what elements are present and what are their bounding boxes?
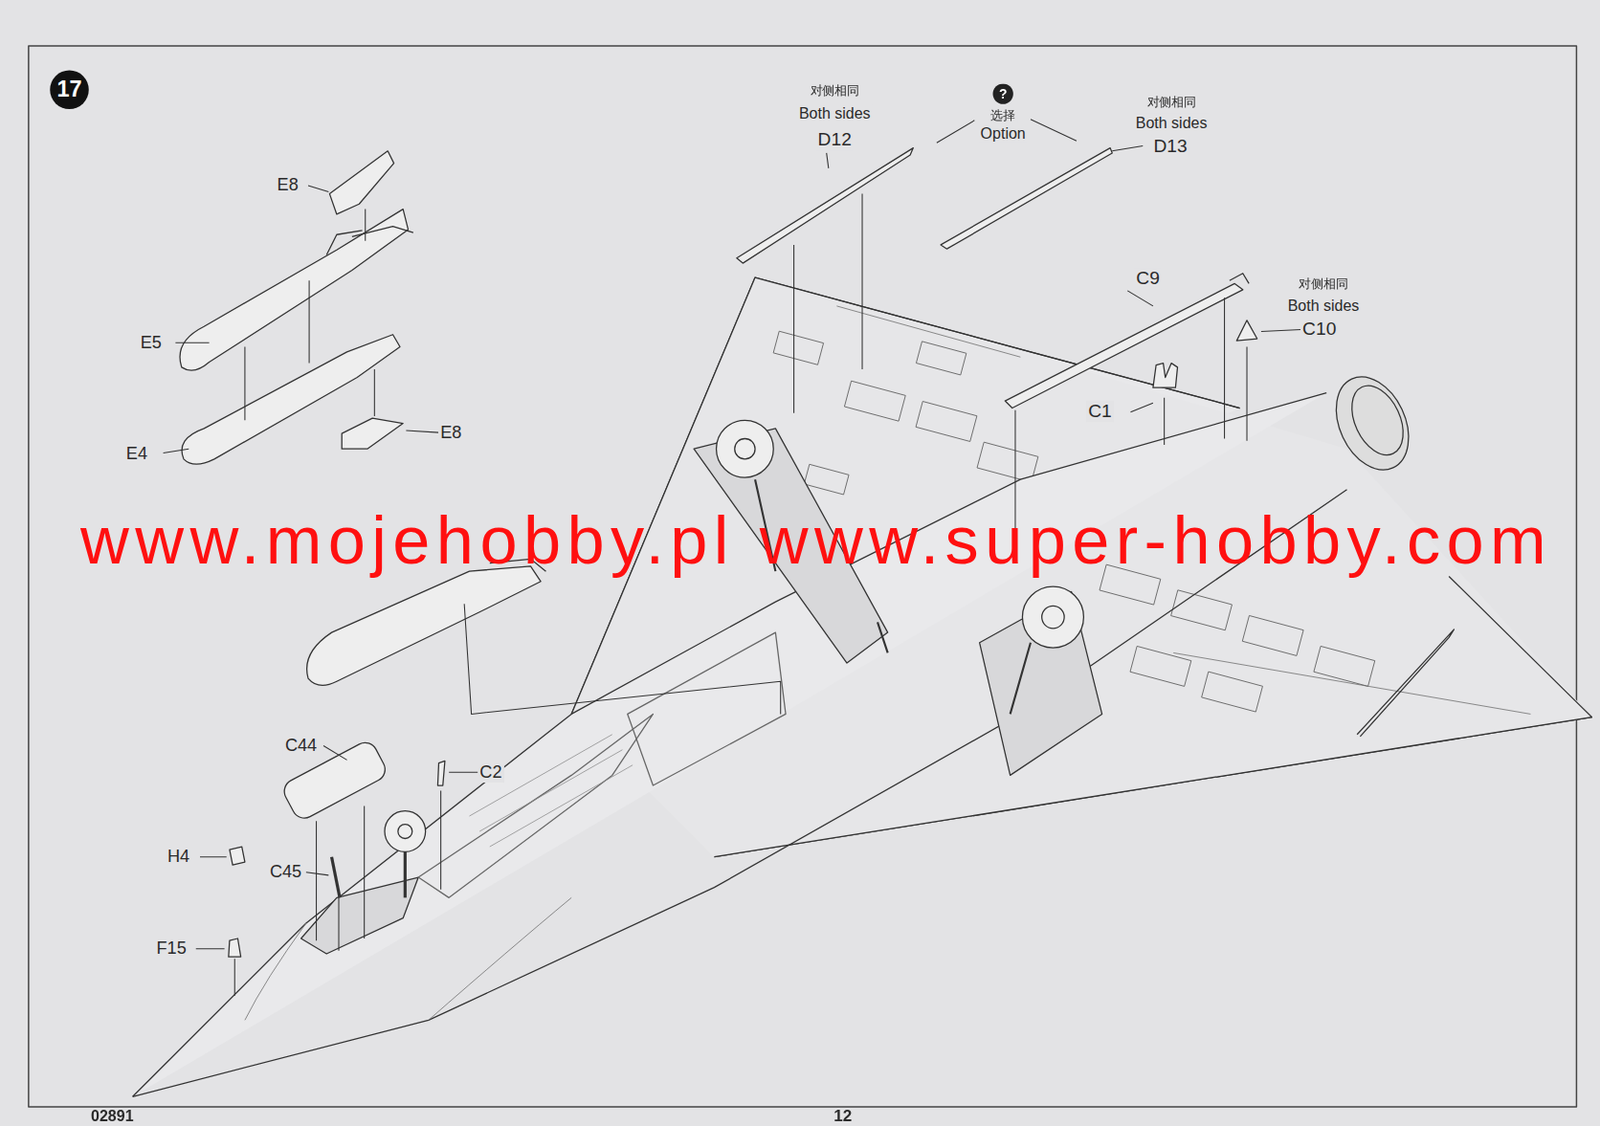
part-number: D13: [1151, 134, 1189, 156]
note-text: 对侧相同: [808, 85, 862, 100]
step-number: 17: [49, 70, 89, 111]
note-text: Both sides: [1286, 296, 1362, 314]
part-number: F15: [154, 938, 189, 959]
part-number: C45: [267, 862, 305, 883]
part-number: C1: [1086, 400, 1114, 423]
part-number: E5: [138, 333, 164, 354]
note-text: Both sides: [797, 104, 873, 122]
part-number: H4: [165, 846, 192, 867]
note-text: 对侧相同: [1144, 95, 1198, 111]
part-number: E8: [274, 175, 300, 196]
part-number: D12: [815, 129, 853, 151]
catalog-number: 02891: [90, 1107, 134, 1125]
watermark: www.mojehobby.pl www.super-hobby.com: [80, 502, 1553, 580]
note-text: 选择: [988, 109, 1018, 124]
part-number: C2: [477, 762, 504, 783]
note-text: Both sides: [1133, 113, 1210, 132]
part-number: C44: [283, 735, 320, 756]
part-number: C9: [1133, 267, 1162, 289]
note-text: Option: [977, 124, 1027, 142]
part-number: C10: [1300, 318, 1338, 340]
note-text: 对侧相同: [1296, 277, 1350, 292]
node-text: 17: [56, 76, 82, 104]
page-number: 12: [833, 1107, 852, 1126]
part-number: E4: [124, 444, 150, 465]
part-number: E8: [438, 422, 464, 444]
node-text: ?: [999, 86, 1007, 102]
option-icon: ?: [993, 83, 1014, 104]
